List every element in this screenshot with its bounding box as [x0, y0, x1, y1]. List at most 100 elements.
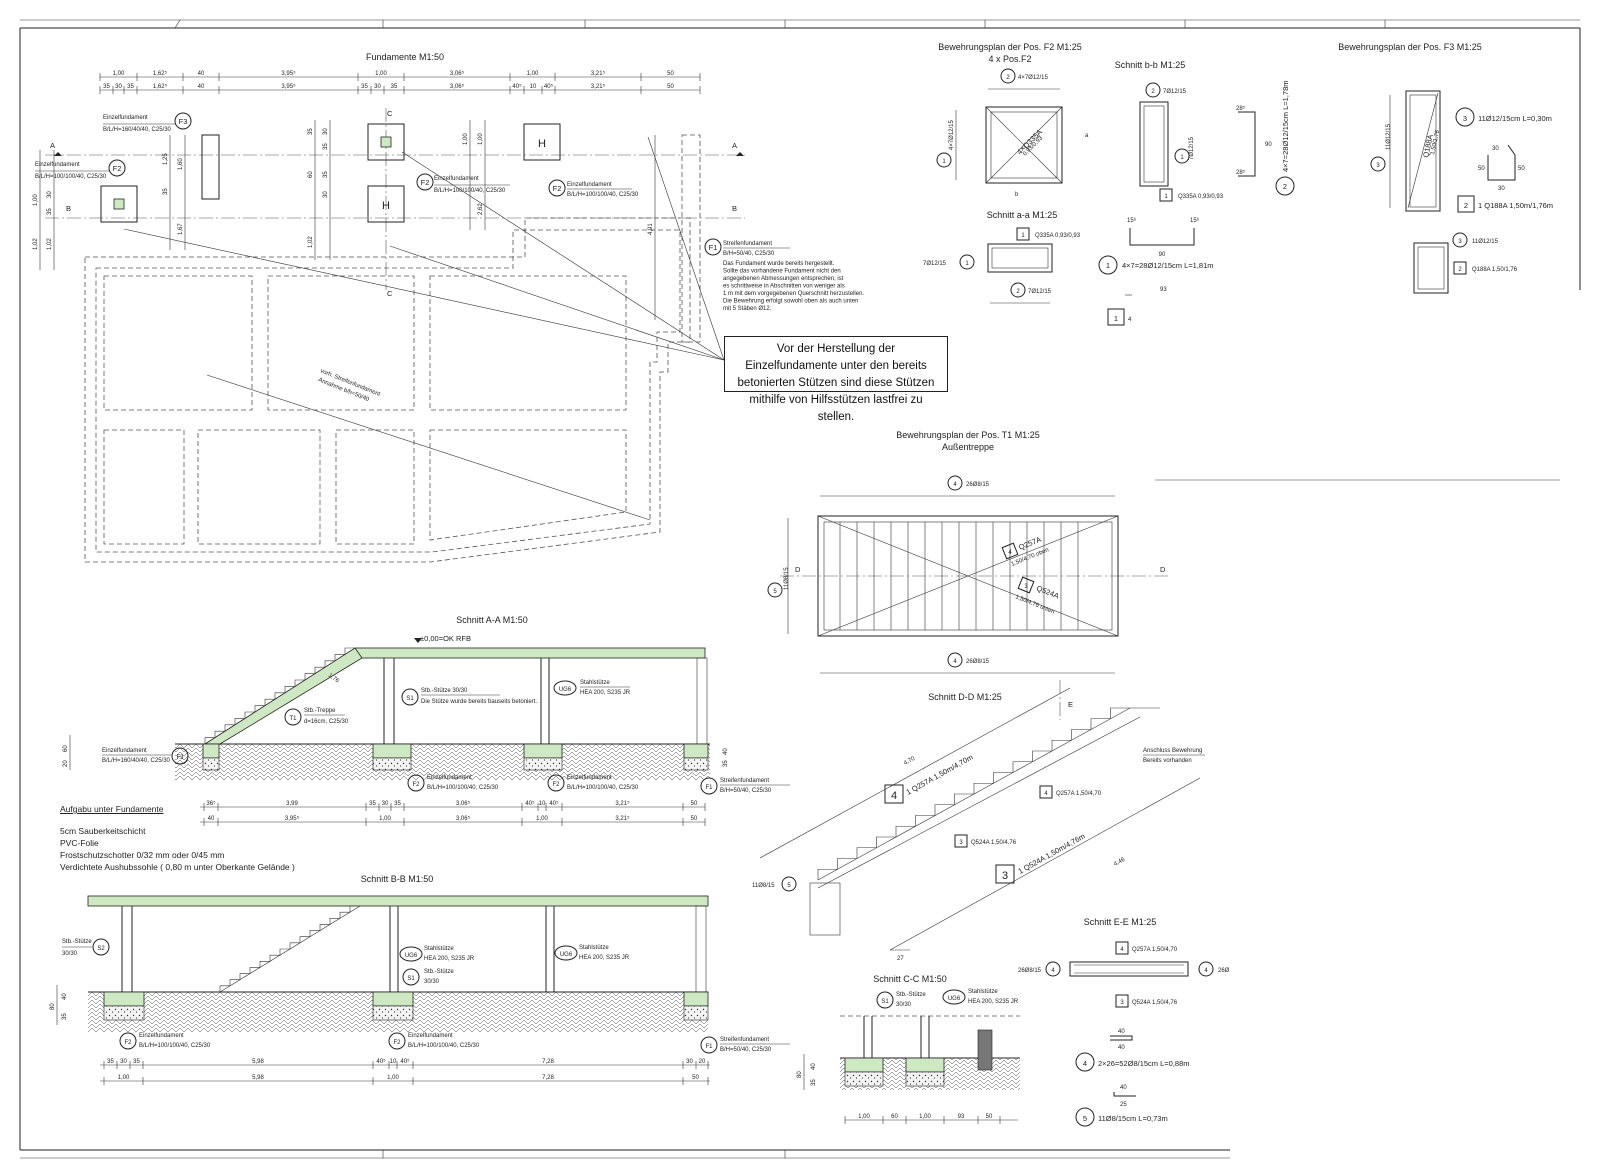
f2-bar2: 4×7Ø12/15 — [1018, 75, 1049, 81]
f2-plan-title: Bewehrungsplan der Pos. F2 M1:25 — [938, 42, 1082, 52]
t1-bar4-top: 26Ø8/15 — [966, 482, 990, 488]
plan-mid-dim-13: 1,00 — [478, 133, 484, 145]
svg-text:F2: F2 — [124, 1040, 132, 1046]
svg-text:F1: F1 — [705, 785, 713, 791]
dimsTop1-label-3: 3,95⁵ — [281, 70, 296, 77]
dd-dim27: 27 — [897, 956, 904, 962]
svg-text:UG6: UG6 — [405, 953, 418, 959]
dimsTop2-label-1: 30 — [115, 84, 122, 90]
dimsBB1-label-1: 30 — [120, 1059, 127, 1065]
dimsAA2-label-3: 3,06⁵ — [456, 815, 471, 822]
dimsTop2-label-10: 40⁵ — [512, 83, 522, 90]
svg-text:3: 3 — [1463, 114, 1467, 123]
axis-b-left: B — [66, 204, 71, 213]
aa-f3-label: Einzelfundament — [102, 748, 147, 754]
svg-text:5: 5 — [773, 589, 777, 595]
svg-text:4: 4 — [953, 659, 957, 665]
t1-plan-title: Bewehrungsplan der Pos. T1 M1:25 — [896, 430, 1039, 440]
tag-f2-plan-3: F2 — [548, 179, 566, 197]
f2-plan-spec-1: B/L/H=100/100/40, C25/30 — [35, 174, 107, 180]
f3-pos2-label: 1 Q188A 1,50m/1,76m — [1478, 201, 1553, 210]
f3-plan-title: Bewehrungsplan der Pos. F3 M1:25 — [1338, 42, 1482, 52]
ee-shape4-2: 40 — [1118, 1045, 1125, 1051]
cc-side-3: 40 — [811, 1063, 817, 1070]
svg-text:F2: F2 — [412, 782, 420, 788]
shape1-left: 15⁶ — [1127, 217, 1137, 224]
shape1-right: 15⁶ — [1190, 217, 1200, 224]
dimsBB1-label-4: 40⁵ — [376, 1058, 386, 1065]
shape-93: 93 — [1160, 287, 1167, 293]
dimsAA1-label-0: 36⁵ — [206, 800, 216, 807]
section-bb-title: Schnitt B-B M1:50 — [361, 874, 434, 884]
f2-bar-side-label: 4×7=28Ø12/15cm L=1,78m — [1281, 80, 1290, 172]
plan-mid-dim-10: 30 — [323, 191, 329, 198]
cc-s1-spec: 30/30 — [896, 1002, 912, 1008]
cc-side-2: 35 — [811, 1079, 817, 1086]
plan-left-dim-5: 1,02 — [47, 238, 53, 250]
svg-text:2: 2 — [1283, 182, 1287, 191]
dimsBB1-label-5: 10 — [390, 1059, 397, 1065]
svg-text:F1: F1 — [709, 243, 718, 252]
svg-text:4: 4 — [1044, 791, 1048, 797]
ee-pos4-label: 2×26=52Ø8/15cm L=0,88m — [1098, 1059, 1190, 1068]
svg-text:H: H — [538, 138, 546, 150]
cut-c-top: C — [387, 109, 393, 118]
svg-text:3: 3 — [1024, 584, 1028, 590]
f3-bar3: 11Ø12/15 — [1386, 123, 1392, 150]
legend-line-2: PVC-Folie — [60, 838, 99, 848]
t1-stair-plan: Bewehrungsplan der Pos. T1 M1:25 Außentr… — [767, 430, 1170, 674]
dimsBB1-label-8: 30 — [686, 1059, 693, 1065]
dimsTop1-label-2: 40 — [198, 71, 205, 77]
svg-text:F2: F2 — [421, 178, 430, 187]
ee-shape5-2: 25 — [1120, 1102, 1127, 1108]
plan-mid-dim-6: 30 — [323, 128, 329, 135]
legend-line-1: 5cm Sauberkeitschicht — [60, 826, 146, 836]
plan-mid-dim-2: 1,60 — [178, 158, 184, 170]
ee-mesh3: Q524A 1,50/4,76 — [1132, 1000, 1178, 1006]
svg-text:1: 1 — [942, 159, 946, 165]
plan-mid-dim-5: 35 — [308, 128, 314, 135]
svg-text:F2: F2 — [552, 782, 560, 788]
f2-cut-b: b — [1015, 192, 1019, 198]
svg-text:1: 1 — [1106, 261, 1110, 270]
aa-f2-label-2: Einzelfundament — [567, 775, 612, 781]
section-ee-title: Schnitt E-E M1:25 — [1084, 917, 1157, 927]
f2-bar1: 4×7Ø12/15 — [949, 119, 955, 150]
f2-plan-label-2: Einzelfundament — [434, 176, 479, 182]
dimsAA1-label-4: 35 — [394, 801, 401, 807]
f3-shape-2: 50 — [1478, 166, 1485, 172]
t1-bar4-bot: 26Ø8/15 — [966, 659, 990, 665]
axis-a-left: A — [50, 141, 55, 150]
shape2-bot: 28⁵ — [1236, 169, 1246, 176]
t1-cut-d-left: D — [795, 565, 801, 574]
svg-text:UG6: UG6 — [560, 952, 573, 958]
f3-plan-label: Einzelfundament — [103, 115, 148, 121]
dimsAA1-label-10: 50 — [691, 801, 698, 807]
ee-shape5-1: 40 — [1120, 1085, 1127, 1091]
bb-ug6-label-2: Stahlstütze — [579, 945, 609, 951]
f1-note-line-4: 1 m mit dem vorgegebenen Querschnitt her… — [723, 291, 864, 297]
plan-mid-dim-12: 1,00 — [463, 133, 469, 145]
f1-note-line-2: angegebenen Abmessungen entsprechen, ist — [723, 276, 844, 282]
dimsTop1-label-7: 3,21⁵ — [591, 70, 606, 77]
svg-text:2: 2 — [1151, 89, 1155, 95]
dd-len1: 4,70 — [903, 756, 917, 767]
bb-f2-label-2: Einzelfundament — [408, 1033, 453, 1039]
svg-text:2: 2 — [1464, 201, 1468, 210]
dimsBB2-label-4: 50 — [692, 1075, 699, 1081]
dimsTop2-label-14: 50 — [667, 84, 674, 90]
aa-s1-label: Stb.-Stütze 30/30 — [421, 688, 468, 694]
section-ee: Schnitt E-E M1:25 4 Q257A 1,50/4,70 3 Q5… — [1018, 917, 1230, 1127]
plan-left-dim-4: 1,02 — [33, 238, 39, 250]
dimsCC-label-4: 50 — [986, 1114, 993, 1120]
f2-plan-label-3: Einzelfundament — [567, 182, 612, 188]
dd-mesh4: Q257A 1,50/4,70 — [1056, 791, 1102, 797]
plan-left-dim-1: 1,00 — [33, 194, 39, 206]
svg-text:5: 5 — [1083, 1114, 1087, 1123]
f2-cut-a: a — [1085, 133, 1089, 139]
ee-bar4-left: 26Ø8/15 — [1018, 968, 1042, 974]
dimsBB2-label-1: 5,98 — [252, 1075, 264, 1081]
dimsAA2-label-0: 40 — [208, 816, 215, 822]
